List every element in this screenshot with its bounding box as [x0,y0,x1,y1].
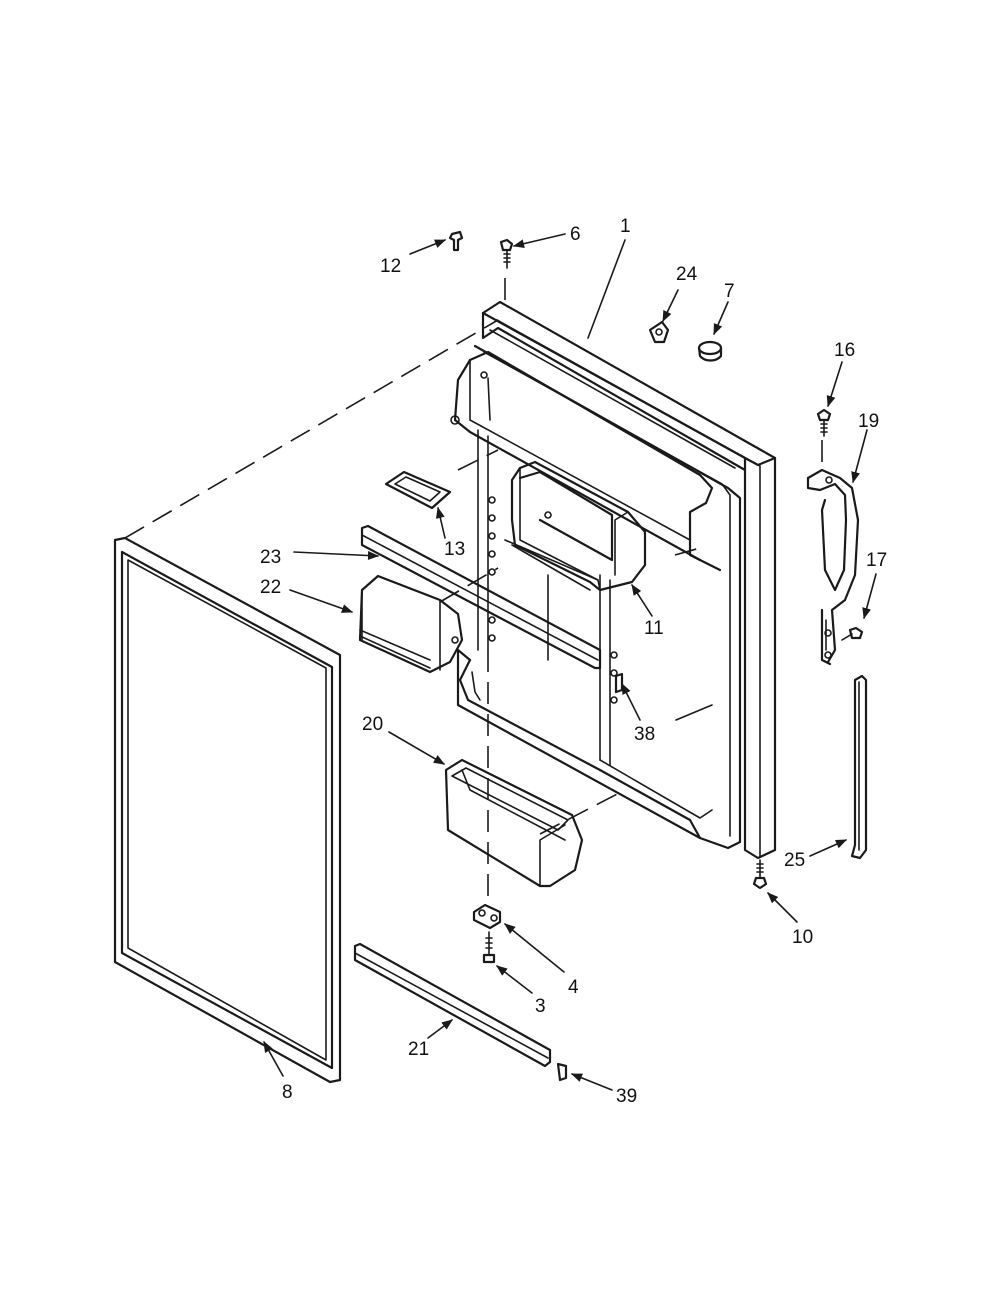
callout-17: 17 [866,550,887,571]
screw-10 [752,859,768,890]
shelf-bar [360,524,602,670]
callout-16: 16 [834,340,855,361]
clip-24 [648,320,670,344]
plug-button-7 [697,340,723,362]
callout-12: 12 [380,256,401,277]
callout-21: 21 [408,1039,429,1060]
screw-17 [841,626,864,641]
plug-12 [448,230,464,252]
callout-20: 20 [362,714,383,735]
rail-holes-left [488,496,496,642]
callout-19: 19 [858,411,879,432]
screw-6 [499,238,514,269]
hinge-plate-4 [472,903,502,930]
callout-23: 23 [260,547,281,568]
callout-1: 1 [620,216,631,237]
shelf-clip-38 [614,672,624,694]
butter-lid [384,470,452,510]
callout-leaders [263,233,877,1091]
screw-16 [816,408,832,437]
end-cap-39 [556,1062,568,1082]
callout-3: 3 [535,996,546,1017]
callout-labels: 12 6 1 24 7 16 19 17 13 23 22 11 38 20 2… [260,216,887,1107]
handle-trim [850,674,868,860]
callout-38: 38 [634,724,655,745]
callout-24: 24 [676,264,698,285]
callout-4: 4 [568,977,579,998]
bottom-trim-strip [353,942,552,1068]
door-bin [444,758,584,888]
callout-8: 8 [282,1082,293,1103]
callout-7: 7 [724,281,735,302]
rail-holes-right [610,651,618,704]
callout-11: 11 [644,618,664,639]
screw-3 [482,931,496,964]
callout-6: 6 [570,224,581,245]
dairy-compartment [504,460,647,592]
door-panel [450,300,777,860]
callout-22: 22 [260,577,281,598]
callout-39: 39 [616,1086,637,1107]
door-handle [806,468,860,666]
callout-25: 25 [784,850,805,871]
egg-bin [358,574,464,674]
callout-13: 13 [444,539,465,560]
callout-10: 10 [792,927,813,948]
construction-lines [124,278,823,905]
door-gasket [113,536,342,1084]
